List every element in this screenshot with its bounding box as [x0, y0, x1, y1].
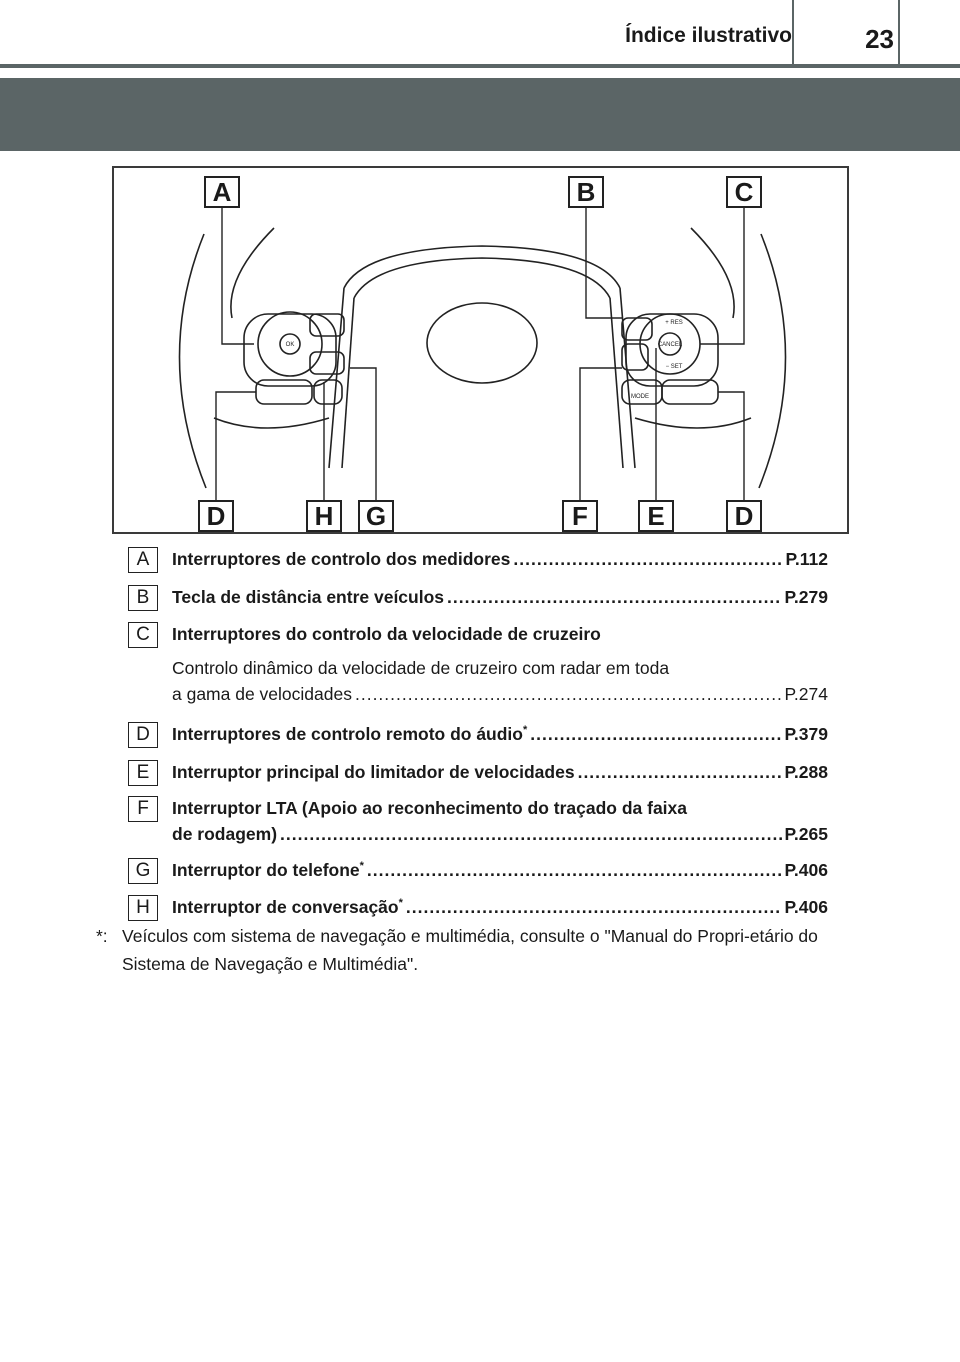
- page-reference[interactable]: P.406: [784, 860, 828, 880]
- callout-d-left: D: [198, 500, 234, 532]
- leader-dots: ........................................…: [513, 549, 783, 569]
- section-title: Índice ilustrativo: [625, 24, 792, 47]
- page-reference[interactable]: P.288: [784, 762, 828, 782]
- list-item-g: G Interruptor do telefone* .............…: [128, 858, 828, 888]
- mode-button-label: MODE: [631, 394, 649, 400]
- page-reference[interactable]: P.265: [784, 824, 828, 844]
- page-number: 23: [865, 24, 894, 54]
- leader-dots: ........................................…: [366, 860, 782, 880]
- cancel-button-label: CANCEL: [658, 342, 683, 348]
- list-item-a: A Interruptores de controlo dos medidore…: [128, 547, 828, 577]
- item-label: Interruptores do controlo da velocidade …: [172, 624, 601, 644]
- item-letter-badge: D: [128, 722, 158, 748]
- steering-wheel-illustration: OK + RES CANCEL − SET MODE A B C D H G F…: [112, 166, 849, 534]
- footnote-text: Veículos com sistema de navegação e mult…: [122, 926, 818, 974]
- callout-b: B: [568, 176, 604, 208]
- item-letter-badge: H: [128, 895, 158, 921]
- list-item-c: C Interruptores do controlo da velocidad…: [128, 622, 828, 712]
- callout-c: C: [726, 176, 762, 208]
- item-label: Interruptor do telefone: [172, 860, 360, 880]
- footnote-marker: *: [398, 897, 403, 910]
- leader-dots: ........................................…: [577, 762, 782, 782]
- list-item-h: H Interruptor de conversação* ..........…: [128, 895, 828, 925]
- section-banner: [0, 78, 960, 151]
- page-reference[interactable]: P.112: [785, 549, 828, 569]
- ok-button-label: OK: [286, 342, 295, 348]
- item-label: Interruptor de conversação: [172, 897, 399, 917]
- item-letter-badge: A: [128, 547, 158, 573]
- callout-a: A: [204, 176, 240, 208]
- item-label: Interruptores de controlo remoto do áudi…: [172, 724, 523, 744]
- footnote-marker: *: [522, 724, 528, 737]
- leader-dots: ........................................…: [530, 724, 781, 744]
- page-header: Índice ilustrativo 23: [0, 0, 960, 66]
- item-letter-badge: E: [128, 760, 158, 786]
- header-rule: [0, 64, 960, 68]
- footnote-mark: *:: [96, 926, 108, 946]
- item-sublabel: a gama de velocidades: [172, 684, 352, 704]
- set-button-label: − SET: [666, 364, 683, 370]
- item-letter-badge: G: [128, 858, 158, 884]
- item-letter-badge: B: [128, 585, 158, 611]
- callout-d-right: D: [726, 500, 762, 532]
- list-item-b: B Tecla de distância entre veículos ....…: [128, 585, 828, 615]
- page-reference[interactable]: P.279: [784, 587, 828, 607]
- callout-h: H: [306, 500, 342, 532]
- callout-g: G: [358, 500, 394, 532]
- steering-wheel-drawing: OK + RES CANCEL − SET MODE: [178, 204, 787, 504]
- item-label: Interruptores de controlo dos medidores: [172, 549, 511, 569]
- list-item-d: D Interruptores de controlo remoto do áu…: [128, 722, 828, 752]
- item-label: Tecla de distância entre veículos: [172, 587, 445, 607]
- item-sublabel: Controlo dinâmico da velocidade de cruze…: [172, 658, 670, 678]
- item-label: Interruptor principal do limitador de ve…: [172, 762, 575, 782]
- callout-f: F: [562, 500, 598, 532]
- item-letter-badge: C: [128, 622, 158, 648]
- item-label: de rodagem): [172, 824, 278, 844]
- callout-e: E: [638, 500, 674, 532]
- leader-dots: ........................................…: [354, 684, 782, 704]
- leader-dots: ........................................…: [405, 897, 782, 917]
- item-letter-badge: F: [128, 796, 158, 822]
- page-reference[interactable]: P.379: [784, 724, 828, 744]
- leader-dots: ........................................…: [447, 587, 782, 607]
- res-button-label: + RES: [665, 320, 683, 326]
- page-number-tab: [792, 0, 900, 66]
- item-label: Interruptor LTA (Apoio ao reconhecimento…: [172, 798, 688, 818]
- footnote: *: Veículos com sistema de navegação e m…: [96, 922, 866, 978]
- footnote-marker: *: [359, 860, 364, 873]
- page-reference[interactable]: P.274: [784, 684, 828, 704]
- leader-dots: ........................................…: [280, 824, 781, 844]
- page-reference[interactable]: P.406: [784, 897, 828, 917]
- list-item-e: E Interruptor principal do limitador de …: [128, 760, 828, 790]
- list-item-f: F Interruptor LTA (Apoio ao reconhecimen…: [128, 796, 828, 852]
